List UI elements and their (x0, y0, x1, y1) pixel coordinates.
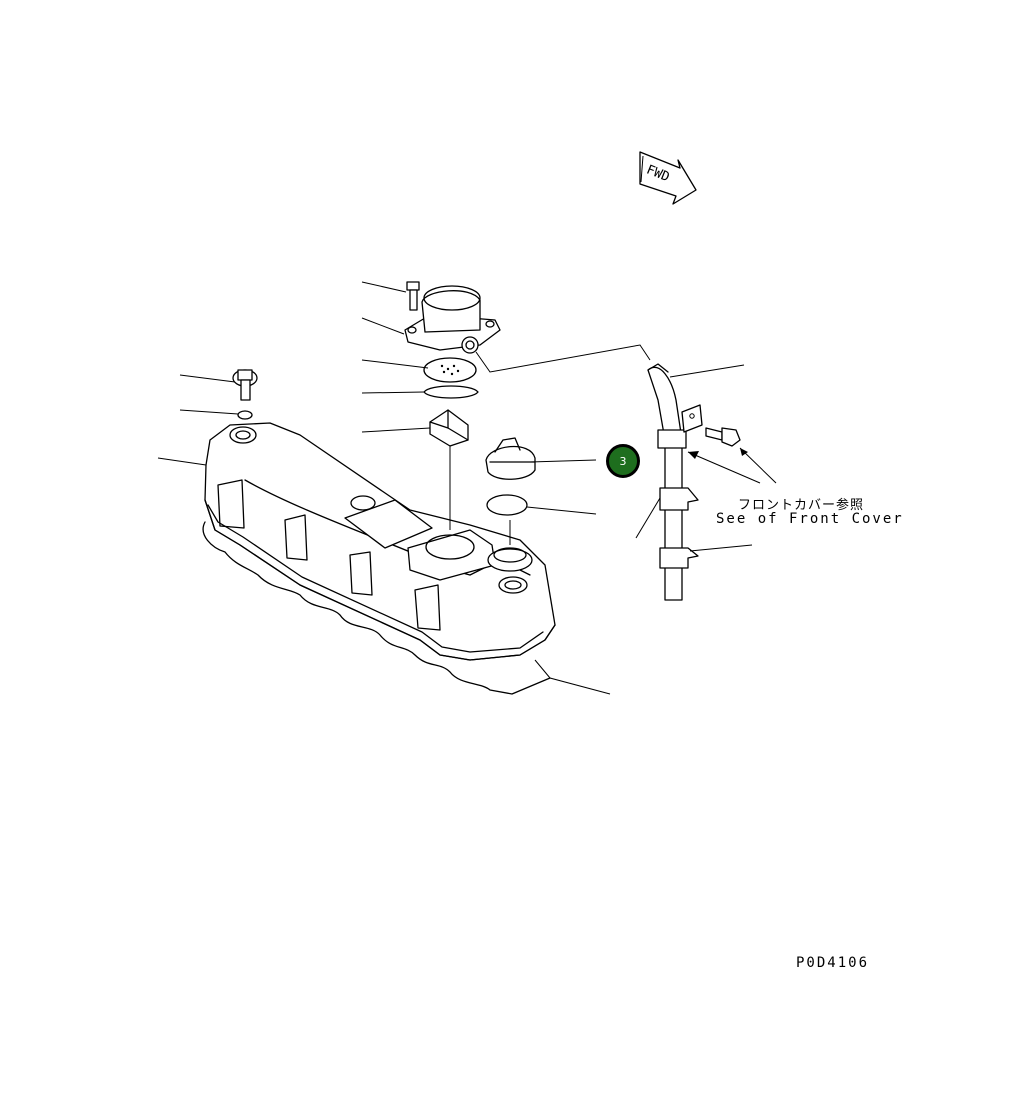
housing-bolt (406, 281, 420, 311)
cover-washer (237, 410, 253, 420)
fwd-label: FWD (644, 163, 672, 186)
ref-arrowhead-2 (740, 448, 748, 456)
cover-bolt (232, 369, 258, 401)
reference-note-jp: フロントカバー参照 (738, 498, 865, 513)
figure-id: P0D4106 (796, 955, 870, 971)
breather-housing (404, 285, 501, 354)
breather-gasket (423, 385, 479, 399)
leader-lines (157, 281, 753, 695)
callout-3[interactable]: 3 (606, 444, 640, 478)
cylinder-head-cover (202, 422, 556, 695)
bracket-bolt (705, 427, 741, 447)
breather-seal (429, 409, 469, 447)
breather-hose (647, 363, 703, 601)
fwd-arrow-icon: FWD (639, 151, 697, 205)
ref-arrow-2 (739, 447, 777, 484)
breather-element (423, 357, 477, 383)
reference-note-en: See of Front Cover (716, 511, 904, 527)
filler-cap-gasket (486, 494, 528, 516)
ref-arrowhead-1 (688, 451, 699, 459)
ref-arrow-1 (687, 451, 761, 484)
oil-filler-cap (485, 437, 536, 480)
callout-3-number: 3 (619, 454, 627, 468)
